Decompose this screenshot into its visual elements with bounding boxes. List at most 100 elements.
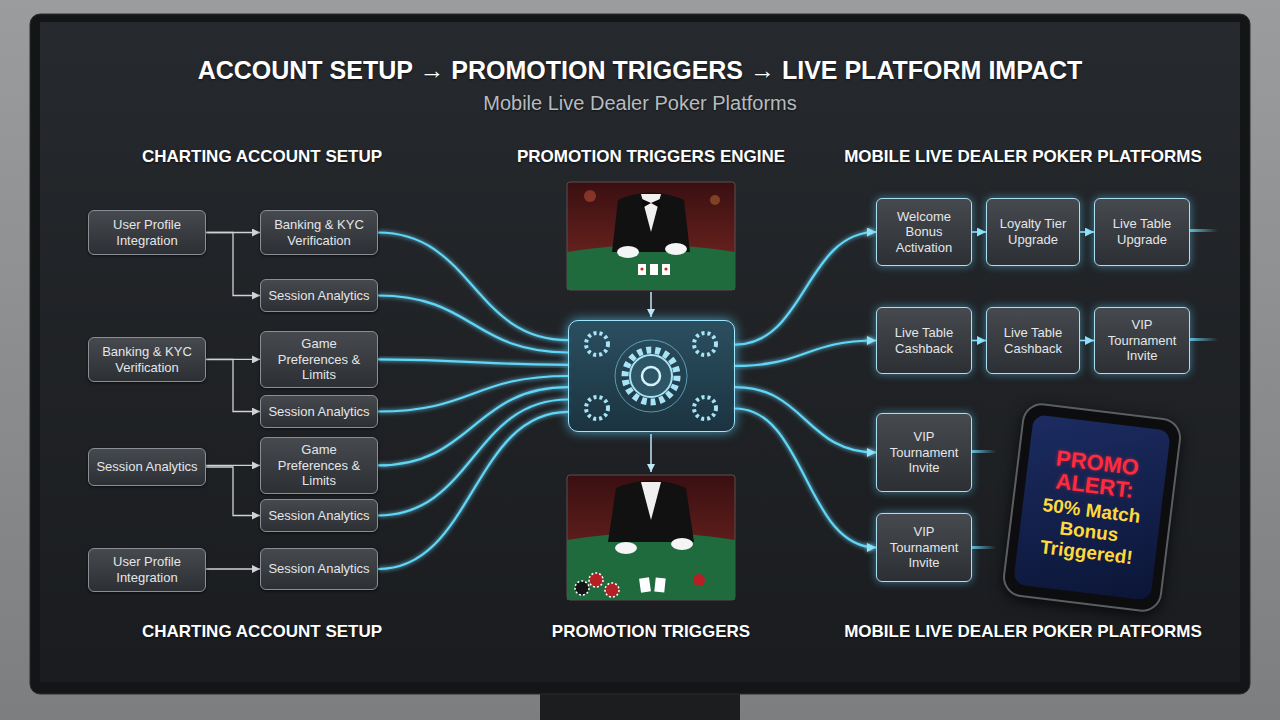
streak	[1190, 338, 1218, 341]
box-text: Live Table Upgrade	[1100, 216, 1184, 247]
flow-arrow	[650, 434, 652, 472]
gear-small	[694, 333, 716, 355]
connector-arrow	[378, 296, 568, 353]
process-box: Banking & KYC Verification	[260, 210, 378, 255]
box-text: Session Analytics	[268, 508, 369, 524]
column-header: MOBILE LIVE DEALER POKER PLATFORMS	[844, 147, 1202, 167]
box-text: Welcome Bonus Activation	[882, 209, 966, 256]
glove	[665, 243, 687, 255]
chip	[605, 583, 619, 597]
box-text: Session Analytics	[268, 288, 369, 304]
process-box: User Profile Integration	[88, 210, 206, 255]
dealer-image-bottom	[567, 475, 735, 600]
box-text: VIP Tournament Invite	[1100, 317, 1184, 364]
process-box: Banking & KYC Verification	[88, 337, 206, 382]
process-box: Session Analytics	[260, 279, 378, 312]
gear-hub	[642, 367, 660, 385]
connector-arrow	[206, 465, 260, 466]
flow-arrow	[650, 292, 652, 317]
connector-arrow	[1080, 340, 1094, 342]
box-text: User Profile Integration	[94, 217, 200, 248]
connector-arrow	[735, 387, 876, 452]
engine-panel	[568, 320, 735, 432]
promo-box: Welcome Bonus Activation	[876, 198, 972, 266]
monitor-bezel	[30, 14, 1250, 694]
box-text: Session Analytics	[96, 459, 197, 475]
chip	[575, 581, 589, 595]
phone-alert: PROMO ALERT:50% Match Bonus Triggered!	[1001, 401, 1184, 614]
streak	[972, 546, 996, 549]
chip	[693, 574, 705, 586]
engine-box	[568, 320, 735, 432]
alert-text: 50% Match Bonus Triggered!	[1021, 493, 1158, 571]
bowtie	[642, 199, 660, 208]
box-text: Session Analytics	[268, 404, 369, 420]
gear-icon	[568, 320, 735, 432]
monitor-screen	[40, 22, 1240, 682]
process-box: Game Preferences & Limits	[260, 331, 378, 388]
process-box: Session Analytics	[260, 548, 378, 590]
promo-box: Live Table Cashback	[876, 307, 972, 374]
gear-small	[586, 333, 608, 355]
card	[638, 264, 646, 275]
dealer-shirt	[641, 194, 661, 232]
card-pip	[664, 267, 667, 270]
connector-arrow	[972, 231, 986, 233]
dealer-jacket	[612, 193, 690, 253]
column-footer: CHARTING ACCOUNT SETUP	[142, 622, 382, 642]
gear-small	[586, 397, 608, 419]
connector-arrow	[206, 467, 260, 516]
connector-arrow	[206, 233, 260, 296]
process-box: User Profile Integration	[88, 548, 206, 592]
column-footer: MOBILE LIVE DEALER POKER PLATFORMS	[844, 622, 1202, 642]
connector-arrow	[378, 376, 568, 412]
streak	[1190, 229, 1218, 232]
promo-box: VIP Tournament Invite	[876, 513, 972, 582]
connector-arrow	[378, 359, 568, 364]
box-text: VIP Tournament Invite	[882, 429, 966, 476]
image-frame	[567, 475, 735, 600]
connector-arrow	[206, 360, 260, 412]
promo-box: Live Table Upgrade	[1094, 198, 1190, 266]
connector-arrow	[735, 341, 876, 366]
card	[639, 577, 651, 592]
box-text: Loyalty Tier Upgrade	[992, 216, 1074, 247]
dealer-jacket	[608, 481, 694, 543]
felt-table	[567, 533, 735, 600]
glove	[615, 542, 637, 554]
image-frame	[567, 182, 735, 290]
process-box: Session Analytics	[260, 395, 378, 428]
light	[710, 195, 720, 205]
card-pip	[640, 267, 643, 270]
process-box: Session Analytics	[260, 499, 378, 532]
gear-ring	[615, 340, 687, 412]
box-text: Game Preferences & Limits	[266, 442, 372, 489]
box-text: Banking & KYC Verification	[266, 217, 372, 248]
diagram-title: ACCOUNT SETUP → PROMOTION TRIGGERS → LIV…	[198, 56, 1083, 85]
promo-box: VIP Tournament Invite	[1094, 307, 1190, 374]
gear-small	[694, 397, 716, 419]
glove	[617, 246, 639, 258]
promo-box: Live Table Cashback	[986, 307, 1080, 374]
card	[654, 578, 665, 593]
column-header: CHARTING ACCOUNT SETUP	[142, 147, 382, 167]
dealer-shirt	[641, 482, 661, 520]
card	[650, 264, 658, 275]
subtitle: Mobile Live Dealer Poker Platforms	[483, 92, 796, 115]
gear-teeth	[625, 350, 677, 402]
connector-arrow	[1080, 231, 1094, 233]
box-text: VIP Tournament Invite	[882, 524, 966, 571]
box-text: Live Table Cashback	[992, 325, 1074, 356]
box-text: User Profile Integration	[94, 554, 200, 585]
box-text: Session Analytics	[268, 561, 369, 577]
connector-arrow	[972, 340, 986, 342]
card	[662, 264, 670, 275]
box-text: Live Table Cashback	[882, 325, 966, 356]
light	[584, 190, 596, 202]
chip	[589, 573, 603, 587]
box-text: Game Preferences & Limits	[266, 336, 372, 383]
connector-arrow	[735, 232, 876, 345]
promo-box: Loyalty Tier Upgrade	[986, 198, 1080, 266]
connector-arrow	[735, 408, 876, 547]
